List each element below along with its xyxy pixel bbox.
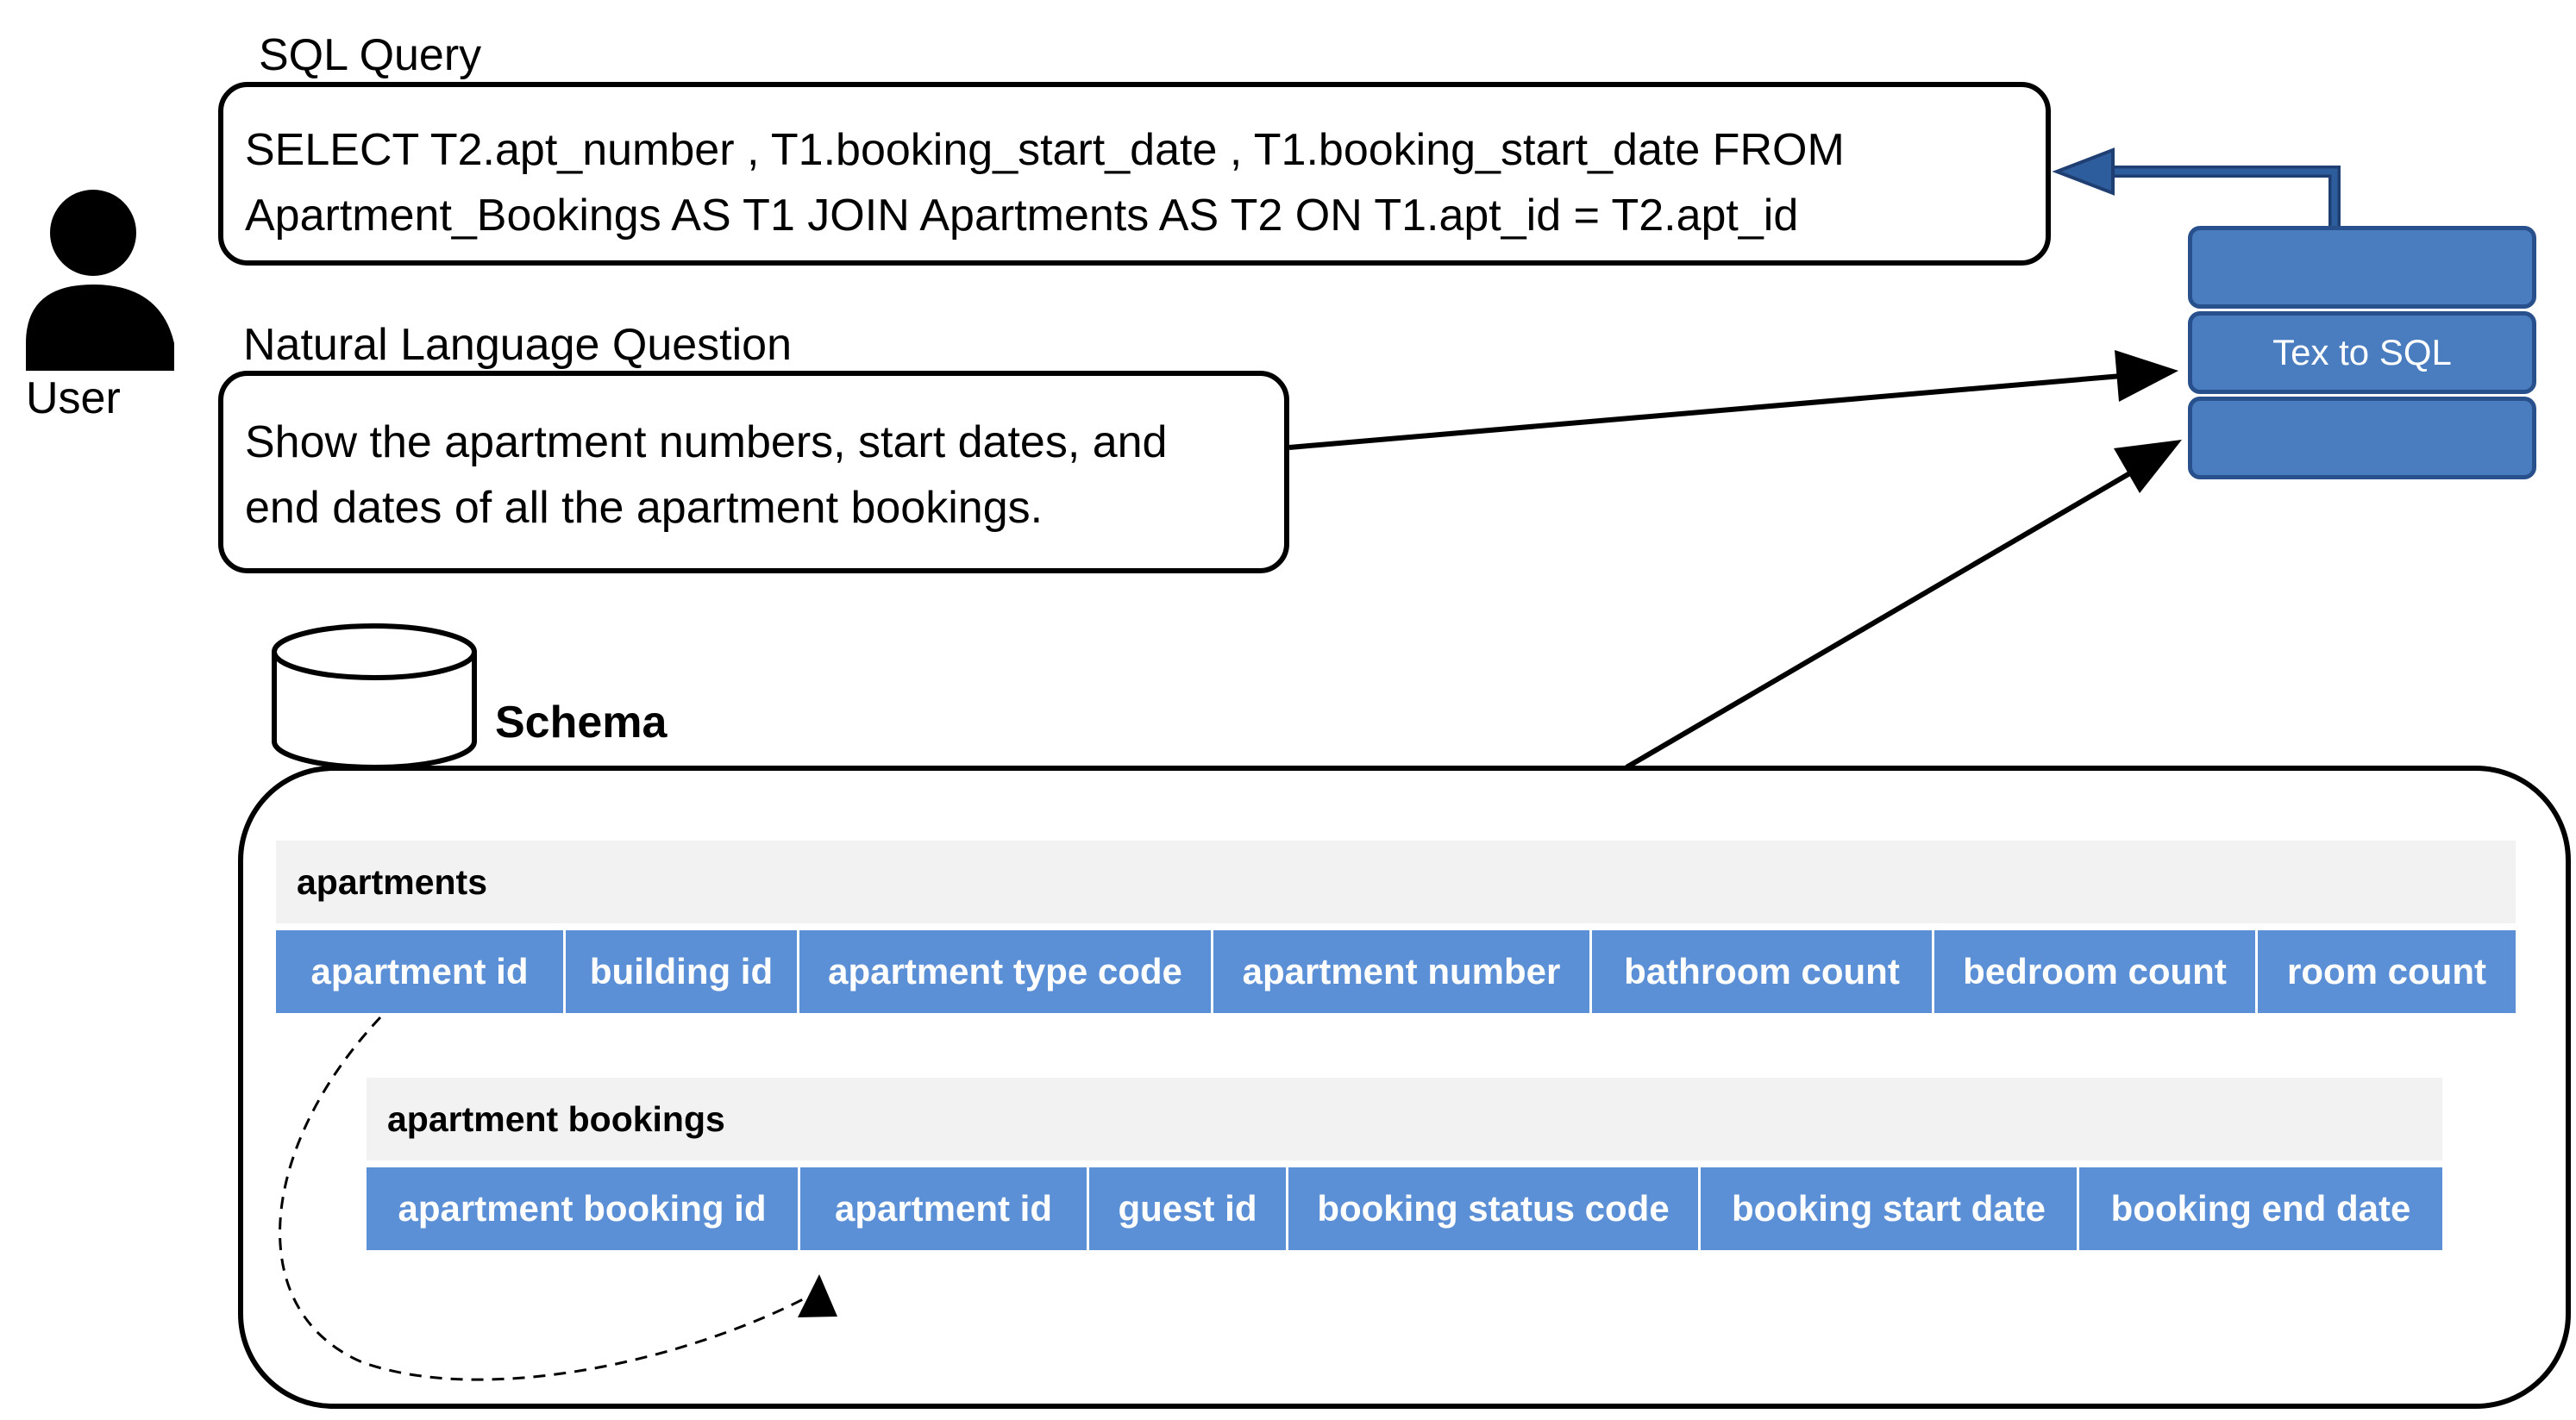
question-line-1: Show the apartment numbers, start dates,… bbox=[245, 417, 1168, 467]
model-layer-bottom bbox=[2188, 397, 2536, 479]
column-bedroom-count: bedroom count bbox=[1934, 930, 2258, 1013]
column-building-id: building id bbox=[566, 930, 799, 1013]
table-name-apartment-bookings: apartment bookings bbox=[367, 1078, 2442, 1160]
sql-query-box: SELECT T2.apt_number , T1.booking_start_… bbox=[218, 82, 2051, 266]
output-arrow bbox=[2052, 147, 2341, 226]
column-booking-apartment-id: apartment id bbox=[800, 1167, 1089, 1250]
sql-query-line-1: SELECT T2.apt_number , T1.booking_start_… bbox=[245, 125, 1845, 175]
column-booking-start-date: booking start date bbox=[1701, 1167, 2079, 1250]
question-arrow bbox=[1288, 350, 2178, 450]
column-apartment-number: apartment number bbox=[1213, 930, 1592, 1013]
table-name-apartments: apartments bbox=[276, 841, 2516, 923]
column-booking-status-code: booking status code bbox=[1288, 1167, 1701, 1250]
column-bathroom-count: bathroom count bbox=[1592, 930, 1934, 1013]
schema-title: Schema bbox=[495, 697, 668, 748]
column-booking-end-date: booking end date bbox=[2079, 1167, 2442, 1250]
database-icon bbox=[271, 621, 478, 773]
table-apartment-bookings-columns: apartment booking id apartment id guest … bbox=[367, 1167, 2442, 1250]
column-guest-id: guest id bbox=[1089, 1167, 1288, 1250]
schema-arrow bbox=[1625, 440, 2182, 770]
question-line-2: end dates of all the apartment bookings. bbox=[245, 483, 1044, 533]
question-box: Show the apartment numbers, start dates,… bbox=[218, 371, 1289, 573]
text-to-sql-label: Tex to SQL bbox=[2272, 332, 2452, 372]
question-title: Natural Language Question bbox=[243, 320, 793, 370]
user-label: User bbox=[26, 373, 121, 423]
model-layer-middle: Tex to SQL bbox=[2188, 311, 2536, 394]
column-apartment-id: apartment id bbox=[276, 930, 566, 1013]
column-apartment-booking-id: apartment booking id bbox=[367, 1167, 800, 1250]
table-apartments-columns: apartment id building id apartment type … bbox=[276, 930, 2516, 1013]
column-room-count: room count bbox=[2258, 930, 2516, 1013]
sql-query-line-2: Apartment_Bookings AS T1 JOIN Apartments… bbox=[245, 191, 1799, 241]
column-apartment-type-code: apartment type code bbox=[799, 930, 1213, 1013]
model-layer-top bbox=[2188, 226, 2536, 309]
user-icon bbox=[24, 188, 176, 374]
sql-query-title: SQL Query bbox=[259, 30, 482, 80]
